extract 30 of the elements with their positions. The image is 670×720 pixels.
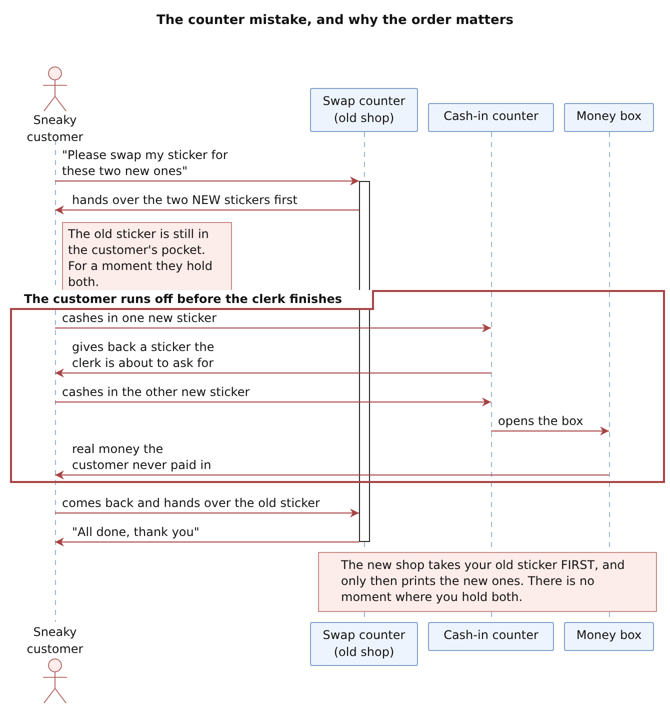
message-arrow	[54, 398, 492, 406]
message-label: "Please swap my sticker for these two new ones"	[62, 147, 229, 179]
participant-box: Swap counter (old shop)	[310, 622, 418, 666]
participant-box: Cash-in counter	[428, 103, 554, 132]
message-label: real money the customer never paid in	[72, 441, 212, 473]
message-arrow	[54, 508, 360, 518]
message-label: opens the box	[498, 413, 584, 429]
message-arrow	[54, 538, 360, 546]
message-arrow	[54, 368, 492, 378]
message-arrow	[54, 324, 492, 332]
message-label: gives back a sticker the clerk is about to ask for	[72, 339, 216, 371]
message-arrow	[490, 426, 610, 436]
message-label: hands over the two NEW stickers first	[72, 192, 298, 208]
message-arrow	[54, 206, 360, 214]
participant-box: Cash-in counter	[428, 622, 554, 651]
message-label: comes back and hands over the old sticker	[62, 495, 320, 511]
message-label: cashes in one new sticker	[62, 310, 216, 326]
diagram-title: The counter mistake, and why the order matters	[156, 13, 514, 28]
actor-label: Sneaky customer	[26, 624, 84, 658]
participant-box: Swap counter (old shop)	[310, 88, 418, 132]
activation-bar	[359, 181, 370, 542]
message-label: cashes in the other new sticker	[62, 384, 250, 400]
message-arrow	[54, 176, 360, 186]
note: The new shop takes your old sticker FIRST, and only then prints the new ones. There is no moment where you hold both.	[318, 552, 657, 612]
actor-label: Sneaky customer	[26, 112, 84, 146]
group-title: The customer runs off before the clerk finishes	[10, 290, 374, 310]
message-label: "All done, thank you"	[72, 524, 200, 540]
participant-box: Money box	[564, 103, 654, 132]
participant-box: Money box	[564, 622, 654, 651]
message-arrow	[54, 470, 610, 480]
